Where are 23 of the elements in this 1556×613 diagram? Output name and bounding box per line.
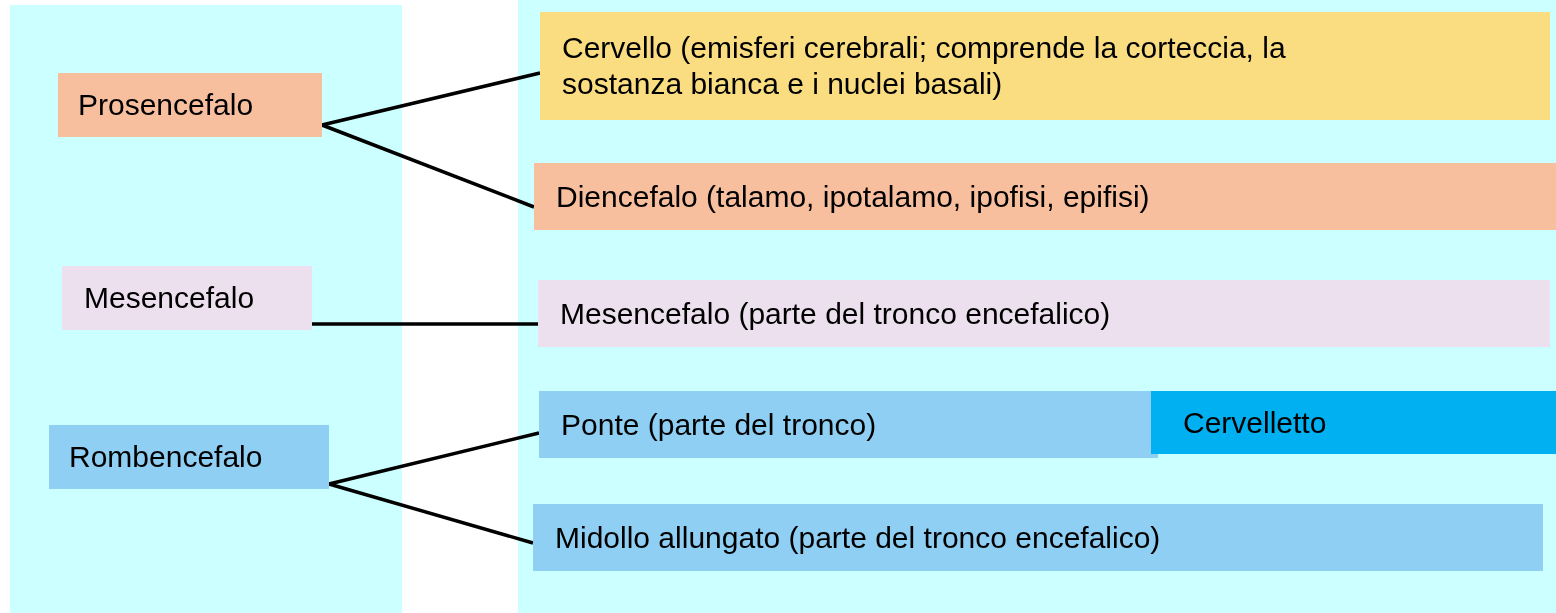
node-label: Mesencefalo bbox=[84, 280, 255, 316]
structure-box bbox=[540, 12, 1550, 120]
node-label: Prosencefalo bbox=[78, 87, 254, 123]
node-label: Cervello (emisferi cerebrali; comprende la corteccia, la sostanza bianca e i nuclei basali) bbox=[562, 30, 1287, 102]
structure-box bbox=[538, 280, 1550, 347]
node-label: Ponte (parte del tronco) bbox=[561, 406, 877, 443]
node-label: Mesencefalo (parte del tronco encefalico) bbox=[560, 295, 1111, 332]
connector-line bbox=[321, 71, 541, 127]
division-box bbox=[62, 266, 312, 330]
node-label: Cervelletto bbox=[1183, 404, 1327, 441]
connector-line bbox=[321, 123, 535, 209]
connector-line bbox=[328, 431, 540, 486]
division-box bbox=[49, 425, 329, 489]
node-label: Rombencefalo bbox=[69, 439, 263, 475]
structure-box bbox=[534, 163, 1556, 230]
division-box bbox=[58, 73, 322, 137]
node-label: Diencefalo (talamo, ipotalamo, ipofisi, epifisi) bbox=[556, 178, 1150, 215]
structure-box bbox=[533, 504, 1543, 571]
structure-box bbox=[539, 391, 1158, 458]
connector-line bbox=[312, 322, 538, 326]
connector-line bbox=[328, 482, 534, 545]
structure-box bbox=[1151, 391, 1556, 454]
node-label: Midollo allungato (parte del tronco encefalico) bbox=[555, 519, 1161, 556]
